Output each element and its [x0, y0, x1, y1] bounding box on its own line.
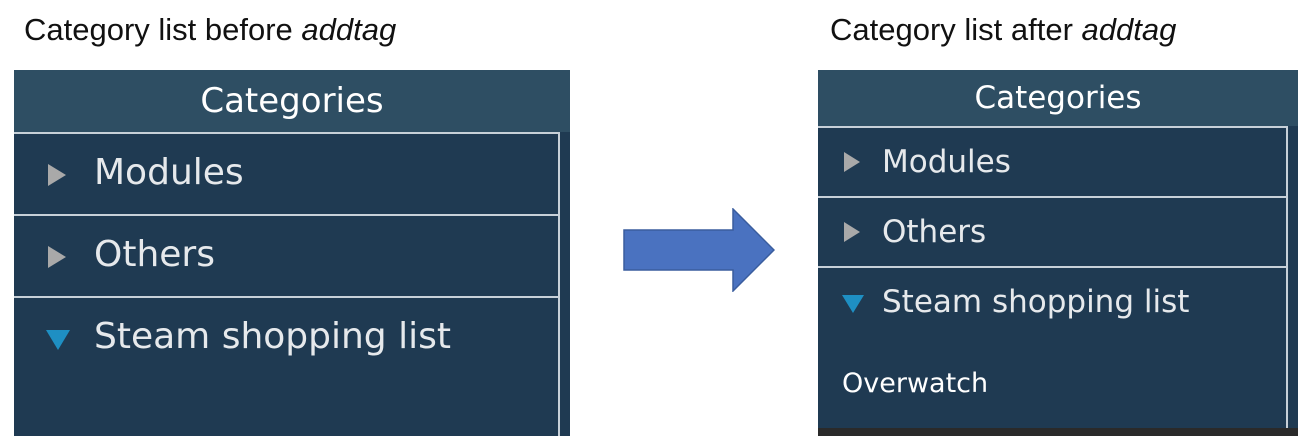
triangle-right-icon[interactable]: [844, 222, 860, 242]
categories-header: Categories: [818, 70, 1298, 126]
triangle-down-icon[interactable]: [46, 330, 70, 350]
category-item-others[interactable]: Others: [14, 214, 558, 296]
category-item-label: Others: [94, 234, 215, 275]
caption-after-prefix: Category list after: [830, 12, 1082, 47]
triangle-down-icon[interactable]: [842, 295, 864, 313]
caption-before-prefix: Category list before: [24, 12, 302, 47]
triangle-right-icon[interactable]: [844, 152, 860, 172]
category-item-label: Others: [882, 214, 987, 250]
category-item-label: Steam shopping list: [882, 284, 1190, 320]
categories-header: Categories: [14, 70, 570, 132]
category-list-before: Categories Modules Others Steam shopping…: [14, 70, 570, 436]
caption-before: Category list before addtag: [24, 12, 396, 48]
caption-before-command: addtag: [301, 12, 397, 47]
category-item-steam-shopping-list[interactable]: Steam shopping list: [14, 296, 558, 436]
panel-bottom-bar: [818, 428, 1298, 436]
category-item-label: Modules: [882, 144, 1011, 180]
caption-after-command: addtag: [1081, 12, 1177, 47]
category-item-modules[interactable]: Modules: [14, 132, 558, 214]
category-item-modules[interactable]: Modules: [818, 126, 1286, 198]
triangle-right-icon[interactable]: [48, 246, 66, 268]
category-item-label: Modules: [94, 152, 244, 193]
tag-item-overwatch[interactable]: Overwatch: [842, 368, 989, 399]
arrow-right-icon: [623, 208, 775, 292]
category-item-label: Steam shopping list: [94, 316, 451, 357]
triangle-right-icon[interactable]: [48, 164, 66, 186]
category-list-after: Categories Modules Others Steam shopping…: [818, 70, 1298, 436]
caption-after: Category list after addtag: [830, 12, 1176, 48]
category-item-steam-shopping-list[interactable]: Steam shopping list Overwatch: [818, 266, 1286, 436]
category-rows: Modules Others Steam shopping list Overw…: [818, 126, 1288, 436]
category-item-others[interactable]: Others: [818, 196, 1286, 268]
category-rows: Modules Others Steam shopping list: [14, 132, 560, 436]
